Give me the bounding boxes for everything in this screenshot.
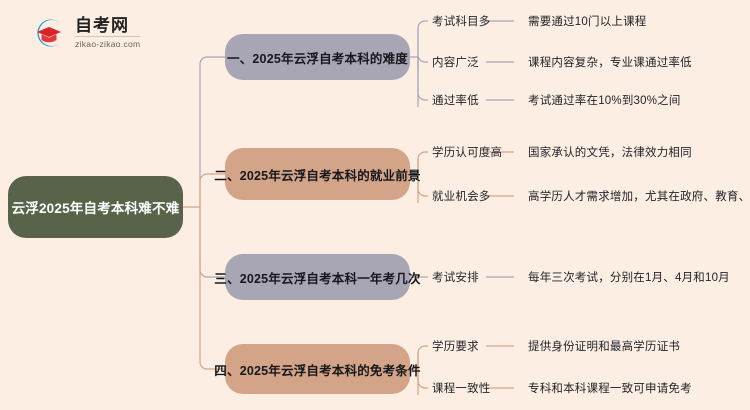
leaf-key[interactable]: 考试安排	[432, 272, 479, 284]
connector	[199, 207, 225, 278]
logo-url: zikao-zikao.com	[75, 39, 141, 50]
leaf-value[interactable]: 需要通过10门以上课程	[528, 16, 647, 28]
connector	[199, 207, 225, 370]
branch-node-1[interactable]: 一、2025年云浮自考本科的难度	[225, 34, 410, 80]
connector	[417, 54, 428, 63]
branch-node-2[interactable]: 二、2025年云浮自考本科的就业前景	[214, 148, 421, 200]
leaf-value[interactable]: 国家承认的文凭，法律效力相同	[528, 147, 692, 159]
leaf-key[interactable]: 就业机会多	[432, 191, 491, 203]
leaf-value[interactable]: 课程内容复杂，专业课通过率低	[528, 57, 692, 69]
branch-node-3[interactable]: 三、2025年云浮自考本科一年考几次	[214, 254, 421, 300]
leaf-key[interactable]: 内容广泛	[432, 57, 479, 69]
connector	[417, 20, 428, 57]
site-logo: 自考网 zikao-zikao.com	[30, 12, 190, 54]
leaf-value[interactable]: 高学历人才需求增加，尤其在政府、教育、金融领域	[528, 191, 750, 203]
leaf-key[interactable]: 学历认可度高	[432, 147, 503, 159]
branch-node-4[interactable]: 四、2025年云浮自考本科的免考条件	[214, 344, 421, 394]
leaf-key[interactable]: 通过率低	[432, 95, 479, 107]
root-node[interactable]: 云浮2025年自考本科难不难	[8, 176, 183, 238]
graduation-cap-icon	[30, 14, 68, 52]
connector	[199, 56, 225, 207]
leaf-value[interactable]: 专科和本科课程一致可申请免考	[528, 383, 692, 395]
leaf-value[interactable]: 提供身份证明和最高学历证书	[528, 341, 681, 353]
connector	[417, 57, 428, 101]
leaf-value[interactable]: 每年三次考试，分别在1月、4月和10月	[528, 272, 730, 284]
leaf-key[interactable]: 考试科目多	[432, 16, 491, 28]
leaf-value[interactable]: 考试通过率在10%到30%之间	[528, 95, 681, 107]
leaf-key[interactable]: 学历要求	[432, 341, 479, 353]
leaf-key[interactable]: 课程一致性	[432, 383, 491, 395]
logo-title: 自考网	[75, 17, 141, 38]
